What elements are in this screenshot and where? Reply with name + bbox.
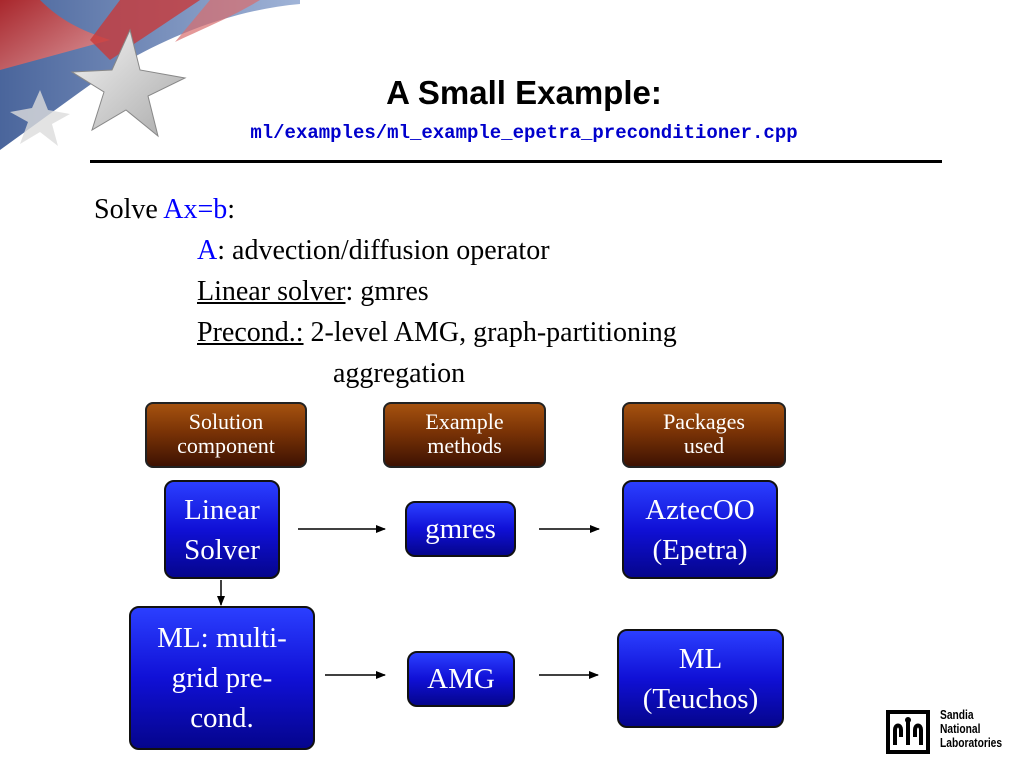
- title-divider: [90, 160, 942, 163]
- solve-equation: Ax=b: [163, 194, 228, 225]
- solve-line: Solve Ax=b:: [94, 194, 235, 226]
- header-line: Solution: [188, 409, 264, 434]
- header-example-methods: Example methods: [383, 402, 546, 468]
- header-line: Example: [425, 409, 504, 434]
- box-aztecoo: AztecOO (Epetra): [622, 480, 778, 579]
- box-gmres: gmres: [405, 501, 516, 557]
- logo-line: Laboratories: [940, 736, 1003, 750]
- box-line: cond.: [190, 702, 254, 734]
- header-line: Packages: [663, 409, 745, 434]
- header-solution-component: Solution component: [145, 402, 307, 468]
- box-ml-teuchos: ML (Teuchos): [617, 629, 784, 728]
- operator-line: A: advection/diffusion operator: [197, 235, 550, 267]
- slide-title: A Small Example:: [386, 74, 662, 111]
- box-line: gmres: [425, 513, 496, 545]
- slide-subtitle-filepath: ml/examples/ml_example_epetra_preconditi…: [250, 122, 798, 144]
- solve-suffix: :: [227, 194, 236, 225]
- box-amg: AMG: [407, 651, 515, 707]
- header-packages-used: Packages used: [622, 402, 786, 468]
- box-linear-solver: Linear Solver: [164, 480, 280, 579]
- solve-prefix: Solve: [94, 194, 164, 225]
- box-line: AztecOO: [645, 493, 755, 526]
- box-line: ML: multi-: [157, 622, 287, 654]
- box-line: Linear: [184, 493, 260, 526]
- solver-text: : gmres: [345, 276, 429, 307]
- box-line: Solver: [184, 533, 260, 566]
- logo-line: Sandia: [940, 708, 974, 722]
- operator-text: : advection/diffusion operator: [217, 235, 550, 266]
- box-line: grid pre-: [171, 662, 273, 694]
- solver-line: Linear solver: gmres: [197, 276, 429, 308]
- header-line: methods: [427, 433, 502, 458]
- logo-line: National: [940, 722, 981, 736]
- precond-text: 2-level AMG, graph-partitioning: [303, 317, 677, 348]
- header-line: component: [177, 433, 275, 458]
- box-line: ML: [678, 642, 723, 675]
- box-ml-multigrid: ML: multi- grid pre- cond.: [129, 606, 315, 750]
- box-line: (Epetra): [652, 533, 748, 566]
- operator-label: A: [197, 235, 218, 266]
- precond-label: Precond.:: [197, 317, 304, 348]
- precond-line-continued: aggregation: [333, 358, 466, 389]
- solver-label: Linear solver: [197, 276, 346, 307]
- precond-line: Precond.: 2-level AMG, graph-partitionin…: [197, 317, 677, 349]
- star-flag-decoration: [0, 0, 300, 150]
- sandia-logo: Sandia National Laboratories: [886, 706, 1016, 758]
- header-line: used: [683, 433, 725, 458]
- box-line: AMG: [427, 663, 495, 695]
- box-line: (Teuchos): [642, 682, 759, 715]
- thunderbird-icon: [886, 710, 930, 754]
- sandia-logo-text: Sandia National Laboratories: [940, 708, 1002, 750]
